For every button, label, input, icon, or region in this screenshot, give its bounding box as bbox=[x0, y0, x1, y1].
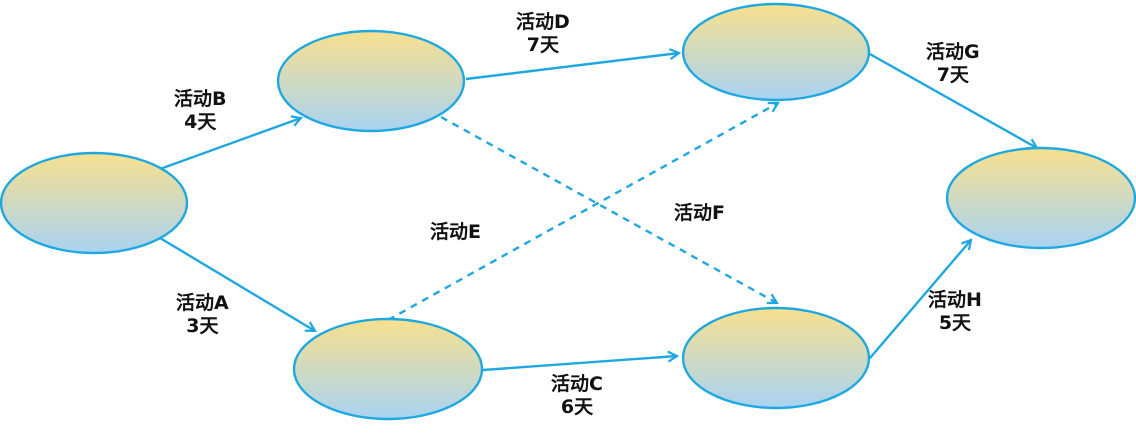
activity-a-name: 活动A bbox=[176, 292, 229, 314]
label-activity-f: 活动F bbox=[674, 202, 725, 225]
label-activity-h: 活动H 5天 bbox=[928, 289, 982, 335]
label-activity-a: 活动A 3天 bbox=[176, 292, 229, 338]
edge-activity-b bbox=[159, 118, 301, 171]
activity-f-name: 活动F bbox=[674, 202, 725, 224]
activity-b-name: 活动B bbox=[174, 88, 227, 110]
event-node-4 bbox=[681, 2, 871, 102]
event-node-2 bbox=[276, 29, 466, 133]
edge-activity-h bbox=[869, 240, 971, 359]
activity-d-name: 活动D bbox=[516, 11, 570, 33]
label-activity-d: 活动D 7天 bbox=[516, 11, 570, 57]
activity-g-duration: 7天 bbox=[936, 64, 969, 86]
event-node-end bbox=[945, 146, 1136, 250]
activity-b-duration: 4天 bbox=[184, 111, 217, 133]
activity-e-name: 活动E bbox=[430, 221, 481, 243]
activity-a-duration: 3天 bbox=[186, 315, 219, 337]
label-activity-c: 活动C 6天 bbox=[551, 373, 603, 419]
event-node-5 bbox=[681, 306, 871, 410]
activity-c-duration: 6天 bbox=[560, 396, 594, 418]
activity-c-name: 活动C bbox=[551, 373, 603, 395]
edge-activity-d bbox=[465, 53, 679, 81]
label-activity-g: 活动G 7天 bbox=[926, 41, 980, 87]
edge-activity-e bbox=[387, 103, 778, 322]
activity-d-duration: 7天 bbox=[526, 34, 559, 56]
edge-activity-a bbox=[159, 236, 315, 331]
event-node-start bbox=[0, 151, 189, 255]
edge-activity-f bbox=[440, 115, 777, 303]
event-node-3 bbox=[292, 317, 484, 421]
edge-activity-c bbox=[482, 356, 677, 372]
label-activity-b: 活动B 4天 bbox=[174, 88, 226, 134]
label-activity-e: 活动E bbox=[430, 221, 481, 244]
activity-g-name: 活动G bbox=[926, 41, 980, 63]
activity-h-duration: 5天 bbox=[938, 312, 972, 334]
activity-h-name: 活动H bbox=[928, 289, 982, 311]
edge-activity-g bbox=[867, 51, 1037, 148]
